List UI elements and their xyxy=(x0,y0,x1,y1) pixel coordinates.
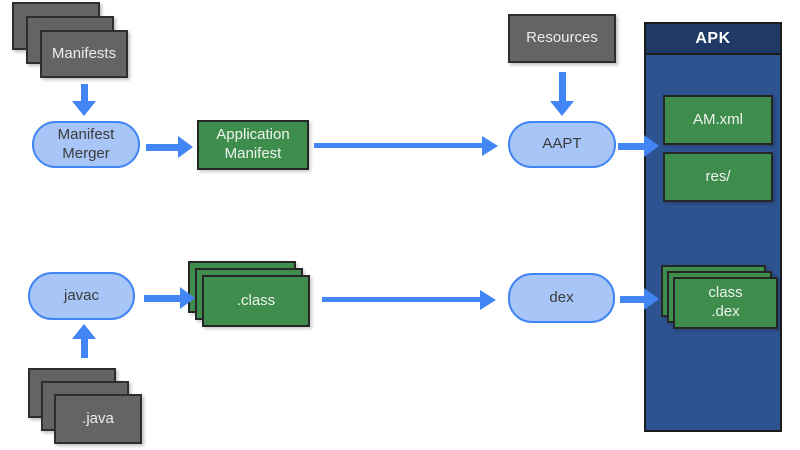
res-dir-label: res/ xyxy=(705,167,731,185)
java-files-node: .java xyxy=(54,394,142,444)
apk-title: APK xyxy=(695,29,731,47)
class-dex-node: class .dex xyxy=(673,277,778,329)
manifests-label: Manifests xyxy=(51,44,117,62)
arrow-resources-to-aapt-head xyxy=(550,101,574,116)
resources-label: Resources xyxy=(526,29,598,47)
res-dir-node: res/ xyxy=(663,152,773,202)
arrow-app-manifest-to-aapt-shaft xyxy=(314,143,482,148)
manifests-node: Manifests xyxy=(40,30,128,78)
manifest-merger-node: Manifest Merger xyxy=(32,121,140,168)
javac-node: javac xyxy=(28,272,135,320)
application-manifest-node: Application Manifest xyxy=(197,120,309,170)
class-files-node: .class xyxy=(202,275,310,327)
manifest-merger-label: Manifest Merger xyxy=(57,125,115,162)
dex-label: dex xyxy=(549,288,574,306)
aapt-node: AAPT xyxy=(508,121,616,168)
arrow-resources-to-aapt-shaft xyxy=(559,72,566,102)
application-manifest-label: Application Manifest xyxy=(216,126,290,162)
arrow-aapt-to-apk-head xyxy=(644,135,659,157)
java-files-label: .java xyxy=(82,409,114,427)
arrow-app-manifest-to-aapt-head xyxy=(482,136,498,156)
class-dex-label: class .dex xyxy=(708,284,743,320)
arrow-manifests-to-merger-head xyxy=(72,101,96,116)
arrow-java-to-javac-shaft xyxy=(81,338,88,358)
arrow-javac-to-class-head xyxy=(180,287,195,309)
aapt-label: AAPT xyxy=(542,135,582,153)
arrow-dex-to-apk-head xyxy=(644,288,659,310)
arrow-merger-to-app-manifest-shaft xyxy=(146,144,178,151)
arrow-manifests-to-merger-shaft xyxy=(81,84,88,102)
resources-node: Resources xyxy=(508,14,616,63)
arrow-java-to-javac-head xyxy=(72,324,96,339)
am-xml-node: AM.xml xyxy=(663,95,773,145)
arrow-class-to-dex-head xyxy=(480,290,496,310)
apk-container: APK AM.xml res/ class .dex xyxy=(644,22,782,432)
arrow-aapt-to-apk-shaft xyxy=(618,143,644,150)
dex-node: dex xyxy=(508,273,615,323)
arrow-dex-to-apk-shaft xyxy=(620,296,644,303)
am-xml-label: AM.xml xyxy=(693,110,743,128)
class-files-label: .class xyxy=(236,291,276,309)
arrow-javac-to-class-shaft xyxy=(144,295,180,302)
apk-body: AM.xml res/ class .dex xyxy=(646,55,780,430)
apk-header: APK xyxy=(646,24,780,55)
arrow-class-to-dex-shaft xyxy=(322,297,480,302)
arrow-merger-to-app-manifest-head xyxy=(178,136,193,158)
javac-label: javac xyxy=(63,286,100,304)
